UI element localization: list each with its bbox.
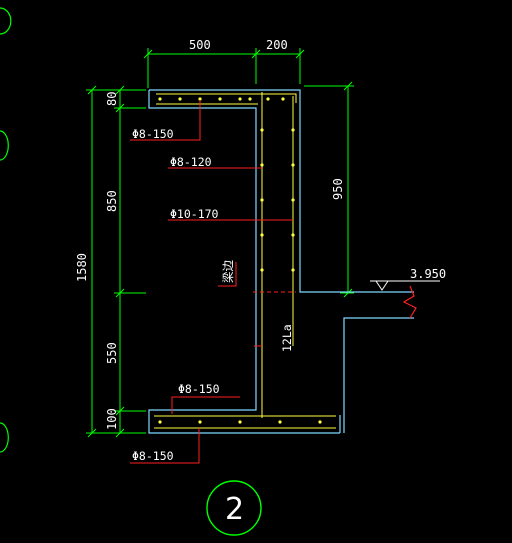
rebar-label-phi8-150-top: Φ8-150	[132, 127, 174, 141]
dim-850: 850	[105, 190, 119, 212]
leader-lines	[130, 100, 417, 464]
detail-number: 2	[225, 492, 244, 527]
rebar	[154, 92, 336, 429]
dim-1580: 1580	[75, 253, 89, 282]
rebar-dots	[158, 97, 322, 424]
rebar-label-phi8-150-mid: Φ8-150	[178, 382, 220, 396]
detail-bubble	[206, 480, 262, 536]
dim-950: 950	[331, 178, 345, 200]
dim-500: 500	[189, 38, 211, 52]
beam-edge-note: 梁边	[221, 260, 235, 283]
rebar-label-phi8-150-bottom: Φ8-150	[132, 449, 174, 463]
edge-grid-bubbles	[0, 7, 12, 453]
dimension-lines	[86, 48, 354, 438]
dim-550: 550	[105, 342, 119, 364]
concrete-outline	[148, 89, 414, 434]
rebar-label-phi10-170: Φ10-170	[170, 207, 219, 221]
anchorage-note: 12La	[280, 324, 294, 352]
elevation-marker	[370, 280, 440, 291]
rebar-label-phi8-120: Φ8-120	[170, 155, 212, 169]
dim-100: 100	[105, 408, 119, 430]
elevation-label: 3.950	[410, 267, 446, 281]
dim-200: 200	[266, 38, 288, 52]
dim-80: 80	[105, 92, 119, 106]
